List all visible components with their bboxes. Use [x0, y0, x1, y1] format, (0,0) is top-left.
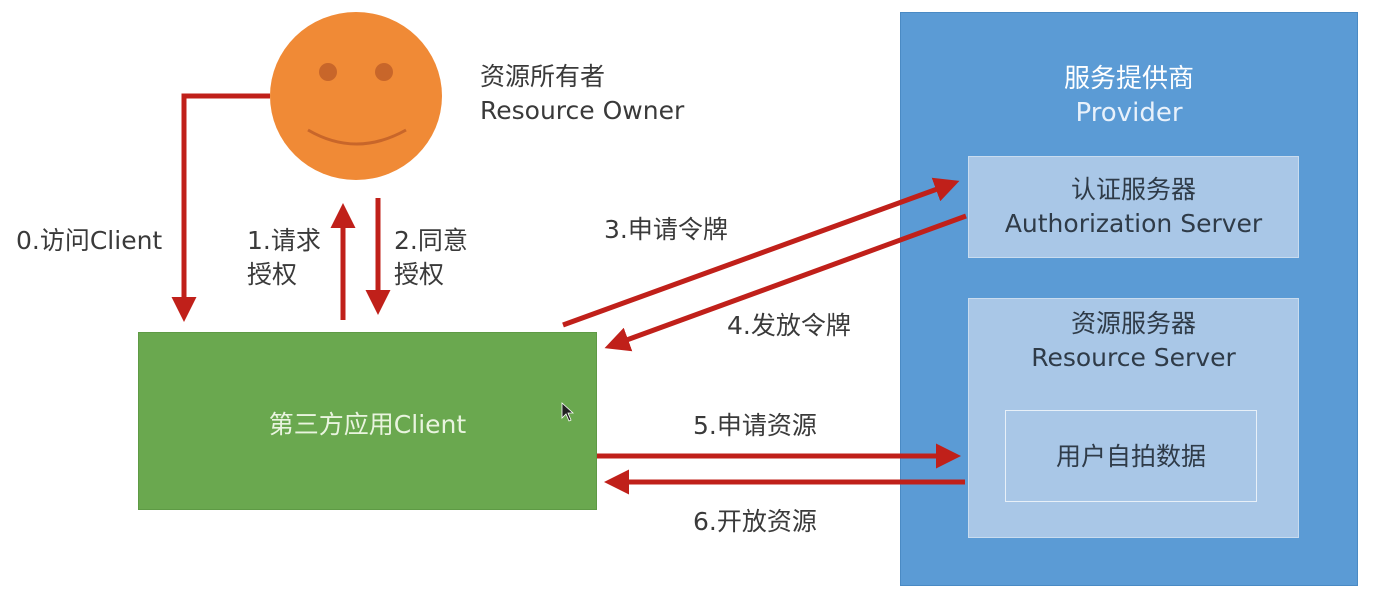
resource-owner-smiley — [270, 12, 442, 180]
step-2-label: 2.同意 授权 — [394, 224, 468, 292]
client-app-label: 第三方应用Client — [268, 410, 467, 439]
arrow-step-0 — [171, 93, 270, 322]
user-photo-data-box — [1005, 410, 1257, 502]
step-4-label: 4.发放令牌 — [727, 311, 851, 340]
step-2-line2: 授权 — [394, 260, 445, 289]
resource-server-label: 资源服务器 Resource Server — [968, 307, 1299, 375]
resource-server-name-en: Resource Server — [1031, 343, 1236, 372]
mouse-cursor-icon — [561, 402, 575, 422]
step-1-line1: 1.请求 — [247, 226, 321, 255]
client-app-box — [138, 332, 597, 510]
resource-owner-name-zh: 资源所有者 — [480, 62, 606, 91]
arrow-step-4 — [604, 213, 967, 352]
step-3-label: 3.申请令牌 — [604, 215, 728, 244]
step-6-label: 6.开放资源 — [693, 507, 817, 536]
arrow-step-3 — [562, 177, 960, 328]
provider-title-en: Provider — [1075, 98, 1183, 128]
resource-owner-label: 资源所有者 Resource Owner — [480, 60, 684, 128]
authorization-server-name-en: Authorization Server — [1004, 209, 1263, 238]
step-5-label: 5.申请资源 — [693, 411, 817, 440]
step-1-line2: 授权 — [247, 260, 298, 289]
user-photo-data-label: 用户自拍数据 — [1055, 442, 1206, 471]
resource-owner-name-en: Resource Owner — [480, 96, 685, 125]
authorization-server-box — [968, 156, 1299, 258]
authorization-server-name-zh: 认证服务器 — [1070, 175, 1196, 204]
step-2-line1: 2.同意 — [394, 226, 468, 255]
provider-title-zh: 服务提供商 — [1063, 64, 1194, 94]
smiley-face-icon — [307, 63, 407, 146]
provider-title: 服务提供商 Provider — [900, 62, 1358, 130]
step-1-label: 1.请求 授权 — [247, 224, 321, 292]
step-0-label: 0.访问Client — [16, 226, 163, 255]
resource-server-name-zh: 资源服务器 — [1070, 309, 1196, 338]
authorization-server-label: 认证服务器 Authorization Server — [968, 173, 1299, 241]
